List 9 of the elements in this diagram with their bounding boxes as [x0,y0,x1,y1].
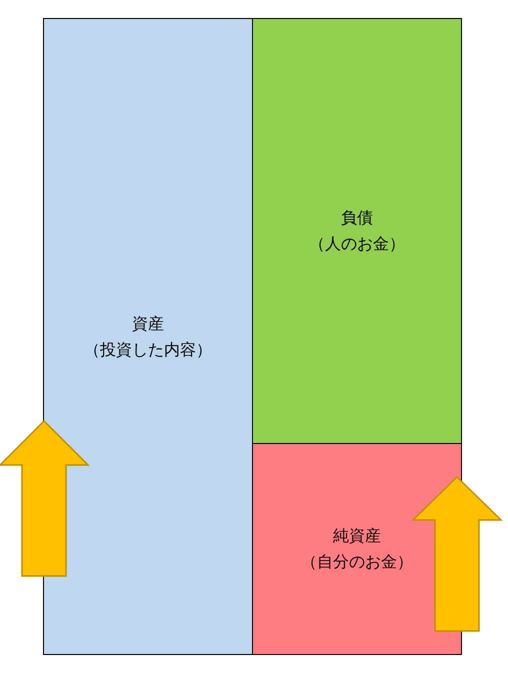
box-note: （自分のお金） [301,551,413,573]
box-note: （人のお金） [309,233,405,255]
assets-box [43,18,253,655]
box-heading: 負債 [341,207,373,229]
box-note: （投資した内容） [84,338,212,360]
box-heading: 資産 [132,312,164,334]
equity-box [252,443,462,655]
box-heading: 純資産 [333,525,381,547]
liabilities-box [252,18,462,444]
